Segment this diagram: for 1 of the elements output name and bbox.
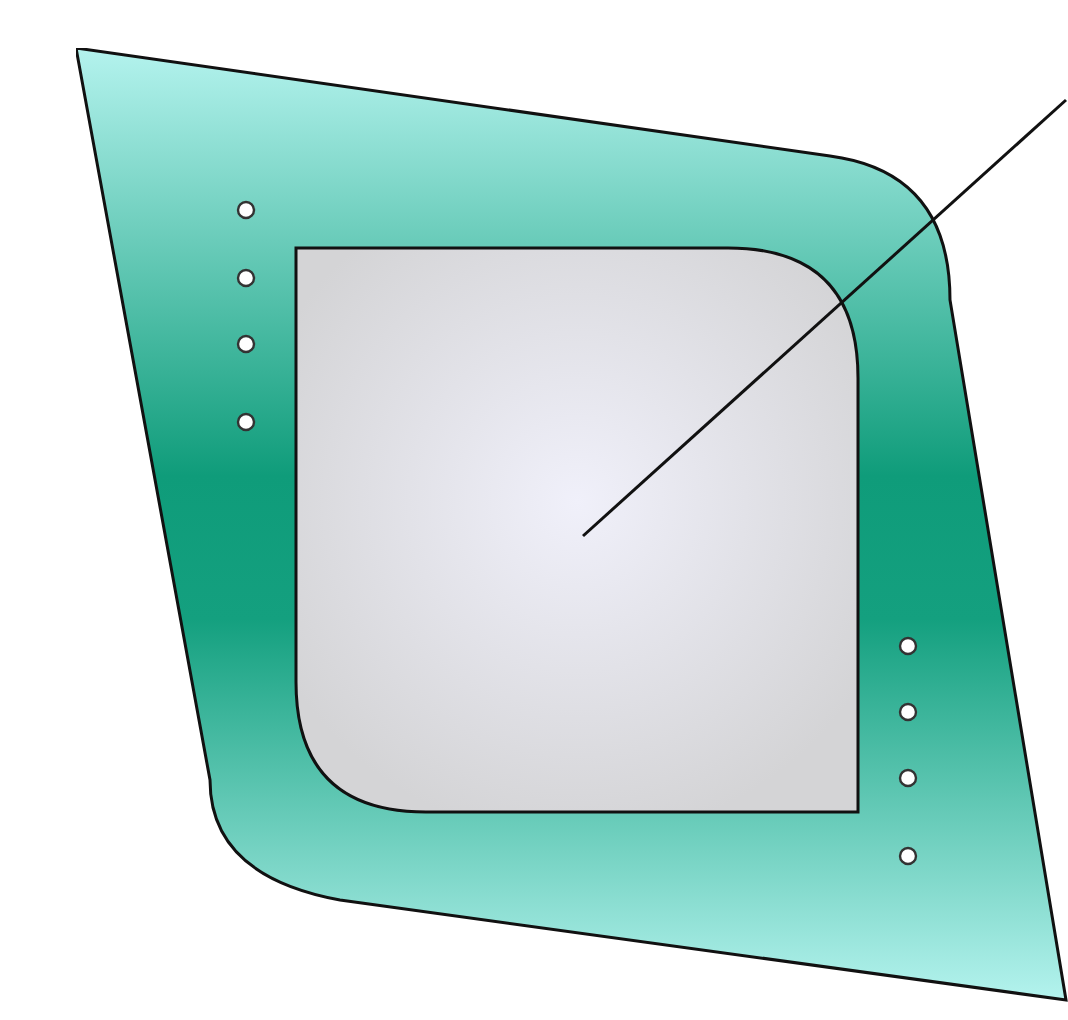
leader-line bbox=[582, 98, 1067, 538]
